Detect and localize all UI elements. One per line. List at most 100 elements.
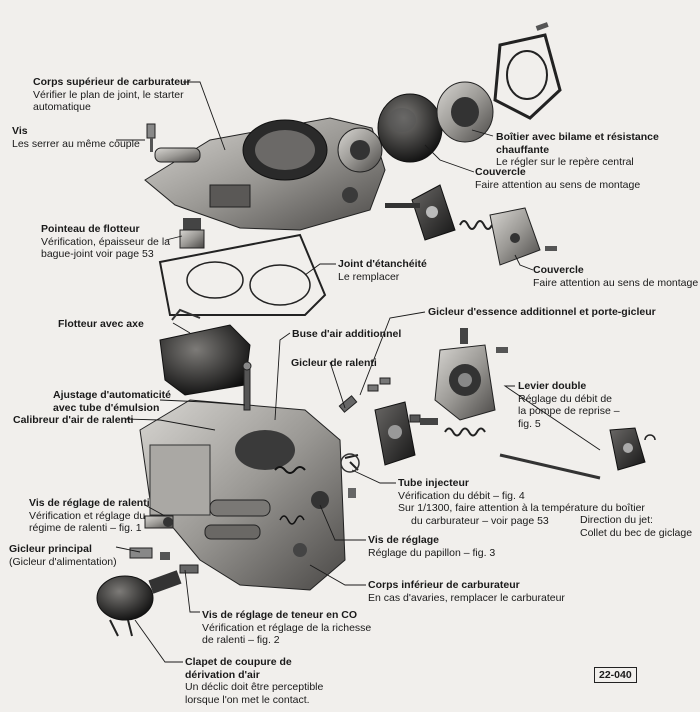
label-idle-jet: Gicleur de ralenti — [291, 357, 377, 370]
label-idle-screw: Vis de réglage de ralenti Vérification e… — [29, 497, 150, 535]
label-air-cutoff-desc-2: lorsque l'on met le contact. — [185, 693, 310, 706]
label-seal-title: Joint d'étanchéité — [338, 258, 427, 270]
lower-body-part — [139, 399, 346, 591]
label-jet-direction-desc-2: Collet du bec de giclage — [580, 526, 693, 539]
cover-part — [377, 93, 443, 163]
air-cutoff-valve-part — [96, 570, 182, 637]
emulsion-tube-part — [242, 361, 252, 411]
label-cover-2-desc: Faire attention au sens de montage — [533, 276, 699, 289]
label-cover-2-title: Couvercle — [533, 264, 584, 276]
label-air-cutoff: Clapet de coupure de dérivation d'air Un… — [185, 656, 323, 706]
main-jet-part — [129, 547, 170, 560]
label-injector-tube-desc-3: du carburateur – voir page 53 — [411, 514, 549, 527]
label-adjust-screw-desc: Réglage du papillon – fig. 3 — [368, 546, 496, 559]
label-upper-body-desc-2: automatique — [33, 101, 91, 113]
label-injector-tube-desc-2: Sur 1/1300, faire attention à la tempéra… — [398, 502, 645, 514]
label-main-jet-desc: (Gicleur d'alimentation) — [9, 555, 117, 568]
pump-cover-part — [385, 184, 456, 241]
label-co-screw: Vis de réglage de teneur en CO Vérificat… — [202, 609, 371, 647]
label-float: Flotteur avec axe — [58, 318, 144, 331]
idle-jet-parts — [338, 377, 421, 423]
diaphragm-part — [374, 401, 416, 466]
label-co-screw-desc-2: de ralenti – fig. 2 — [202, 634, 280, 646]
co-screw-part — [179, 564, 199, 574]
label-float-needle: Pointeau de flotteur Vérification, épais… — [41, 223, 170, 261]
label-float-needle-title: Pointeau de flotteur — [41, 223, 140, 235]
label-air-cutoff-title: Clapet de coupure de — [185, 656, 292, 668]
accelerator-pump-part — [434, 328, 508, 421]
label-air-cutoff-title-2: dérivation d'air — [185, 668, 260, 681]
label-screw-title: Vis — [12, 125, 28, 137]
label-adjust-screw: Vis de réglage Réglage du papillon – fig… — [368, 534, 495, 559]
label-idle-air: Calibreur d'air de ralenti — [13, 414, 133, 427]
label-cover-1-title: Couvercle — [475, 166, 526, 178]
label-upper-body-title: Corps supérieur de carburateur — [33, 76, 191, 88]
cover-2-part — [489, 207, 557, 266]
label-float-needle-desc-2: bague-joint voir page 53 — [41, 248, 154, 260]
screw-part — [146, 123, 156, 152]
float-needle-part — [179, 218, 205, 249]
leader-lines — [115, 81, 601, 663]
label-adjust-screw-title: Vis de réglage — [368, 534, 440, 546]
label-double-lever-desc-1: Réglage du débit de — [518, 392, 612, 405]
idle-screw-part — [144, 515, 174, 529]
label-heater-housing: Boîtier avec bilame et résistance chauff… — [496, 131, 659, 169]
seal-gasket-part — [158, 233, 327, 316]
label-main-jet: Gicleur principal (Gicleur d'alimentatio… — [9, 543, 117, 568]
label-double-lever-desc-2: la pompe de reprise – — [518, 405, 620, 417]
label-lower-body-title: Corps inférieur de carburateur — [368, 579, 520, 591]
label-idle-screw-title: Vis de réglage de ralenti — [29, 497, 150, 509]
upper-body-part — [144, 117, 386, 231]
label-screw: Vis Les serrer au même couple — [12, 125, 140, 150]
label-injector-tube: Tube injecteur Vérification du débit – f… — [398, 477, 645, 527]
label-idle-air-title: Calibreur d'air de ralenti — [13, 414, 134, 426]
label-seal-desc: Le remplacer — [338, 270, 400, 283]
label-air-nozzle: Buse d'air additionnel — [292, 328, 401, 341]
gasket-ring-part — [493, 22, 562, 120]
figure-reference: 22-040 — [594, 667, 637, 683]
label-heater-housing-title-2: chauffante — [496, 143, 550, 156]
label-idle-jet-title: Gicleur de ralenti — [291, 357, 377, 369]
label-idle-screw-desc-2: régime de ralenti – fig. 1 — [29, 522, 142, 534]
label-upper-body: Corps supérieur de carburateur Vérifier … — [33, 76, 191, 114]
label-heater-housing-title: Boîtier avec bilame et résistance — [496, 131, 659, 143]
label-air-cutoff-desc-1: Un déclic doit être perceptible — [185, 681, 324, 693]
spring-part — [459, 220, 493, 230]
label-injector-tube-desc-1: Vérification du débit – fig. 4 — [398, 489, 525, 502]
label-jet-direction: Direction du jet: Collet du bec de gicla… — [580, 514, 692, 539]
heater-housing-part — [436, 81, 494, 143]
label-co-screw-title: Vis de réglage de teneur en CO — [202, 609, 358, 621]
label-double-lever-title: Levier double — [518, 380, 587, 392]
label-co-screw-desc-1: Vérification et réglage de la richesse — [202, 621, 372, 634]
label-seal: Joint d'étanchéité Le remplacer — [338, 258, 427, 283]
label-air-nozzle-title: Buse d'air additionnel — [292, 328, 402, 340]
label-main-jet-title: Gicleur principal — [9, 543, 92, 555]
label-cover-1: Couvercle Faire attention au sens de mon… — [475, 166, 640, 191]
label-lower-body: Corps inférieur de carburateur En cas d'… — [368, 579, 565, 604]
injector-tube-part — [340, 453, 360, 498]
label-injector-tube-title: Tube injecteur — [398, 477, 469, 489]
label-float-title: Flotteur avec axe — [58, 318, 144, 330]
label-double-lever-desc-3: fig. 5 — [518, 417, 541, 430]
double-lever-part — [609, 427, 656, 471]
label-lower-body-desc: En cas d'avaries, remplacer le carburate… — [368, 591, 565, 604]
label-heater-housing-desc: Le régler sur le repère central — [496, 156, 634, 168]
label-emulsion: Ajustage d'automaticité avec tube d'émul… — [53, 389, 171, 414]
label-upper-body-desc-1: Vérifier le plan de joint, le starter — [33, 88, 184, 101]
label-idle-screw-desc-1: Vérification et réglage du — [29, 509, 146, 522]
pump-spring-part — [420, 418, 486, 437]
label-double-lever: Levier double Réglage du débit de la pom… — [518, 380, 620, 430]
label-cover-2: Couvercle Faire attention au sens de mon… — [533, 264, 698, 289]
label-jet-direction-desc-1: Direction du jet: — [580, 514, 653, 526]
label-emulsion-title: Ajustage d'automaticité — [53, 389, 172, 401]
label-screw-desc: Les serrer au même couple — [12, 137, 140, 150]
float-part — [159, 308, 251, 396]
label-float-needle-desc-1: Vérification, épaisseur de la — [41, 235, 170, 248]
label-emulsion-title-2: avec tube d'émulsion — [53, 401, 160, 414]
label-fuel-jet-title: Gicleur d'essence additionnel et porte-g… — [428, 306, 656, 318]
pump-rod-part — [499, 453, 601, 480]
label-fuel-jet: Gicleur d'essence additionnel et porte-g… — [428, 306, 656, 319]
label-cover-1-desc: Faire attention au sens de montage — [475, 178, 641, 191]
